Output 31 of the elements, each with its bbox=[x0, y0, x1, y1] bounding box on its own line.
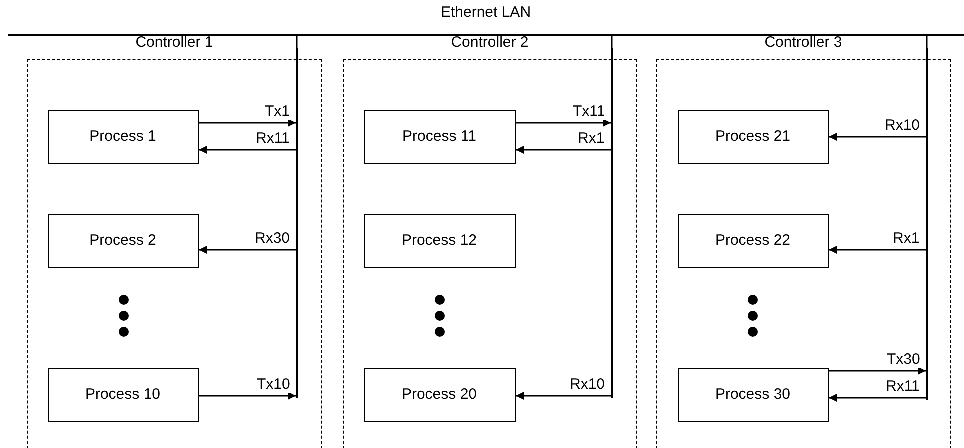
edge-label: Tx1 bbox=[264, 104, 292, 120]
arrow bbox=[516, 146, 611, 154]
arrow bbox=[829, 246, 926, 254]
process-box: Process 10 bbox=[48, 368, 198, 422]
process-box: Process 30 bbox=[678, 368, 828, 422]
process-box: Process 11 bbox=[364, 110, 516, 164]
arrow bbox=[199, 119, 296, 127]
connector-line bbox=[296, 36, 298, 48]
arrow bbox=[829, 394, 926, 402]
edge-label: Tx30 bbox=[886, 352, 922, 368]
process-box: Process 20 bbox=[364, 368, 516, 422]
arrow bbox=[516, 119, 611, 127]
process-box: Process 21 bbox=[678, 110, 828, 164]
arrow bbox=[829, 367, 926, 375]
process-box: Process 12 bbox=[364, 214, 516, 268]
arrow bbox=[199, 246, 296, 254]
arrow bbox=[199, 392, 296, 400]
process-box: Process 1 bbox=[48, 110, 198, 164]
arrow bbox=[829, 133, 926, 141]
controller-title: Controller 1 bbox=[134, 34, 214, 51]
arrow bbox=[199, 146, 296, 154]
connector-line bbox=[611, 36, 613, 48]
controller-title: Controller 2 bbox=[450, 34, 530, 51]
arrow bbox=[516, 392, 611, 400]
process-box: Process 22 bbox=[678, 214, 828, 268]
edge-label: Tx10 bbox=[256, 377, 292, 393]
connector-line bbox=[926, 36, 928, 48]
controller-title: Controller 3 bbox=[764, 34, 844, 51]
bus-label: Ethernet LAN bbox=[440, 4, 532, 21]
process-box: Process 2 bbox=[48, 214, 198, 268]
edge-label: Tx11 bbox=[572, 104, 606, 120]
